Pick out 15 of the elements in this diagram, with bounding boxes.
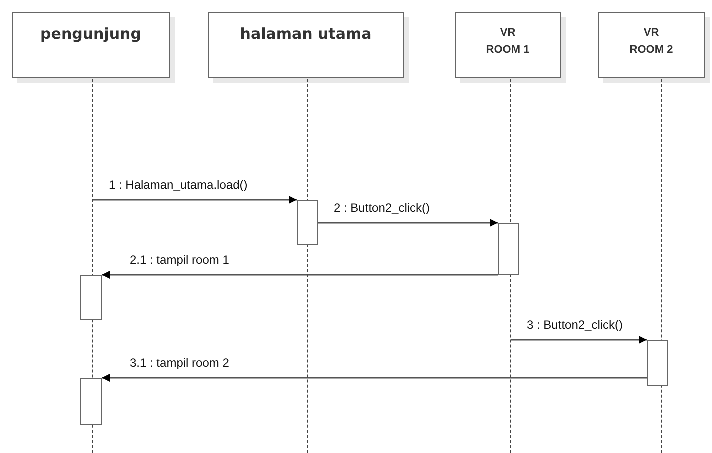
activation-bar (80, 275, 102, 320)
message-arrow (93, 196, 297, 204)
message-label: 3.1 : tampil room 2 (130, 356, 230, 370)
activation-bar (647, 340, 668, 386)
activation-bar (498, 223, 519, 275)
activation-bar (297, 200, 318, 245)
message-label: 2.1 : tampil room 1 (130, 253, 230, 267)
activation-bar (80, 378, 102, 425)
message-label: 1 : Halaman_utama.load() (109, 178, 248, 192)
message-arrow (511, 336, 647, 344)
message-arrow (102, 374, 647, 382)
message-label: 3 : Button2_click() (527, 318, 624, 332)
message-label: 2 : Button2_click() (334, 201, 430, 215)
message-arrow (102, 271, 498, 279)
message-arrow (318, 219, 498, 227)
